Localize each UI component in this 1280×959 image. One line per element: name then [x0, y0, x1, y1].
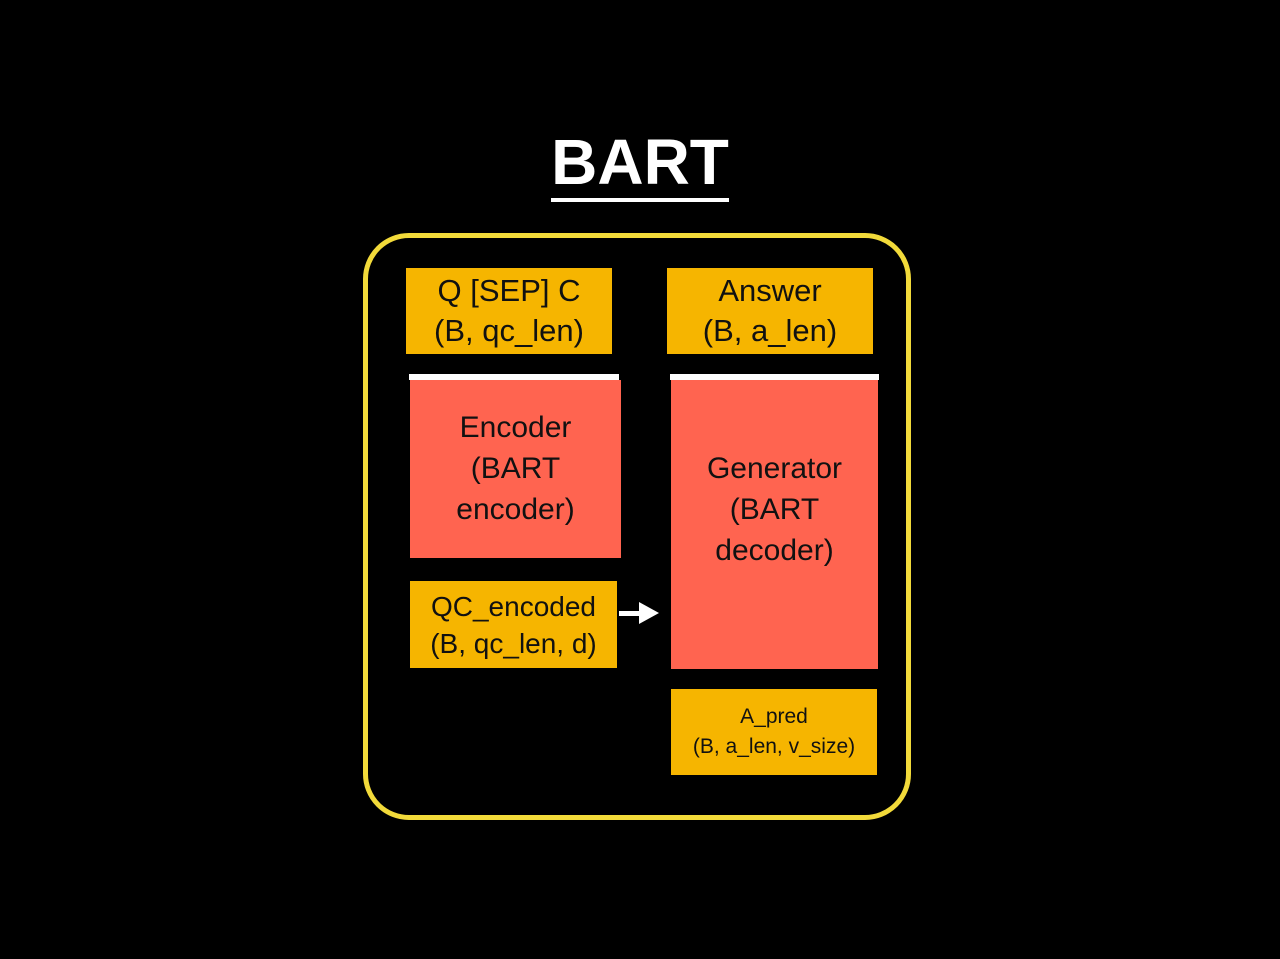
model-frame	[363, 233, 911, 820]
input-qc-shape: (B, qc_len)	[434, 313, 584, 348]
encoder-subtitle-2: encoder)	[456, 493, 575, 526]
encoder-label: Encoder	[459, 411, 572, 444]
generator-subtitle-2: decoder)	[715, 534, 834, 567]
diagram-title: BART	[0, 122, 1280, 202]
generator-block: Generator (BART decoder)	[671, 380, 878, 669]
qc-encoded-label: QC_encoded	[430, 590, 596, 622]
generator-subtitle-1: (BART	[729, 493, 820, 526]
arrow-right-icon	[619, 602, 659, 624]
a-pred-label: A_pred	[740, 705, 808, 728]
a-pred-box: A_pred (B, a_len, v_size)	[671, 689, 877, 775]
input-answer-box: Answer (B, a_len)	[667, 268, 873, 354]
diagram-title-text: BART	[551, 126, 729, 202]
encoder-top-bar	[409, 374, 619, 380]
encoder-block: Encoder (BART encoder)	[410, 380, 621, 558]
a-pred-shape: (B, a_len, v_size)	[692, 735, 856, 758]
qc-encoded-shape: (B, qc_len, d)	[430, 627, 597, 659]
generator-label: Generator	[706, 452, 843, 485]
qc-encoded-box: QC_encoded (B, qc_len, d)	[410, 581, 617, 668]
generator-top-bar	[670, 374, 879, 380]
input-qc-box: Q [SEP] C (B, qc_len)	[406, 268, 612, 354]
input-qc-label: Q [SEP] C	[437, 273, 581, 308]
input-answer-label: Answer	[718, 273, 822, 308]
input-answer-shape: (B, a_len)	[702, 313, 838, 348]
encoder-subtitle-1: (BART	[470, 452, 561, 485]
